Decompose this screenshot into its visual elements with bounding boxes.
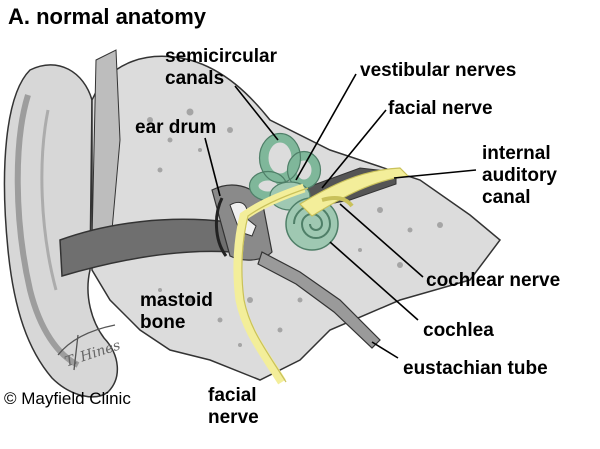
label-cochlea: cochlea [423,320,494,341]
ear-drum [215,197,228,257]
diagram-title: A. normal anatomy [8,4,207,29]
nerve-branch [321,196,354,208]
label-facial-nerve-bottom: facial nerve [208,385,259,428]
label-facial-nerve-top: facial nerve [388,98,493,119]
facial-nerve [233,183,306,385]
eustachian-tube [257,251,381,349]
leader-lines [204,73,477,359]
outer-ear-auricle [3,64,119,398]
artist-signature [57,324,116,371]
cochlea [285,197,339,251]
auricle-fold [14,94,80,368]
label-semicircular-canals: semicircular canals [165,46,277,89]
label-ear-drum: ear drum [135,117,217,138]
label-internal-auditory-canal: internal auditory canal [482,143,557,208]
bone-texture [147,108,443,347]
copyright-text: © Mayfield Clinic [4,389,131,408]
label-cochlear-nerve: cochlear nerve [426,270,561,291]
label-mastoid-bone: mastoid bone [140,290,213,333]
auricle-inner-fold [40,109,58,291]
label-eustachian-tube: eustachian tube [403,358,548,379]
label-vestibular-nerves: vestibular nerves [360,60,517,81]
